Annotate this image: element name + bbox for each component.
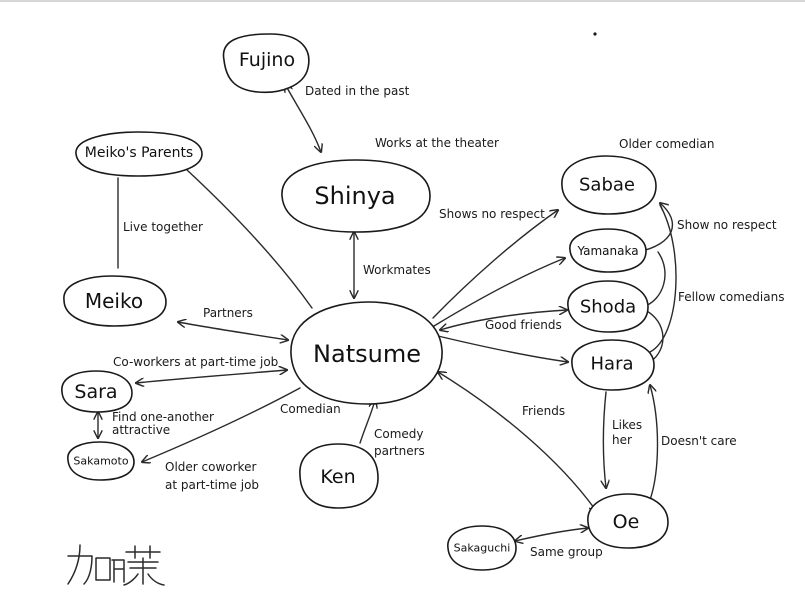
edges bbox=[98, 84, 677, 541]
node-label-shinya: Shinya bbox=[314, 182, 395, 210]
label-live-together: Live together bbox=[123, 220, 203, 234]
label-older-comedian: Older comedian bbox=[619, 137, 714, 151]
label-older-coworker-1: Older coworker bbox=[165, 460, 256, 474]
node-hara[interactable]: Hara bbox=[571, 339, 655, 391]
edge-natsume-yamanaka bbox=[433, 258, 565, 327]
node-sakamoto[interactable]: Sakamoto bbox=[67, 441, 135, 481]
label-likes-her-2: her bbox=[612, 433, 632, 447]
label-coworkers: Co-workers at part-time job bbox=[113, 355, 278, 369]
stray-dot bbox=[593, 32, 597, 36]
label-doesnt-care: Doesn't care bbox=[661, 434, 737, 448]
label-find-attractive-1: Find one-another bbox=[112, 410, 214, 424]
label-dated-in-the-past: Dated in the past bbox=[305, 84, 410, 98]
label-same-group: Same group bbox=[530, 545, 603, 559]
edge-meiko-natsume bbox=[178, 322, 288, 340]
node-label-natsume: Natsume bbox=[313, 340, 421, 368]
edge-yamanaka-sabae bbox=[637, 203, 674, 253]
node-label-sakamoto: Sakamoto bbox=[73, 455, 128, 468]
node-label-meiko-parents: Meiko's Parents bbox=[85, 145, 193, 161]
edge-natsume-hara bbox=[437, 335, 568, 362]
label-works-at-the-theater: Works at the theater bbox=[375, 136, 499, 150]
label-likes-her-1: Likes bbox=[612, 418, 642, 432]
top-border bbox=[0, 0, 805, 2]
edge-sakaguchi-oe bbox=[515, 528, 588, 541]
label-comedian: Comedian bbox=[280, 402, 341, 416]
node-sara[interactable]: Sara bbox=[61, 370, 133, 413]
label-fellow-comedians: Fellow comedians bbox=[678, 290, 784, 304]
label-comedy-partners-2: partners bbox=[374, 444, 425, 458]
edge-labels: Dated in the past Works at the theater L… bbox=[112, 84, 784, 559]
edge-hara-oe bbox=[603, 391, 606, 488]
node-sabae[interactable]: Sabae bbox=[561, 155, 657, 215]
node-yamanaka[interactable]: Yamanaka bbox=[569, 228, 647, 273]
label-older-coworker-2: at part-time job bbox=[165, 478, 259, 492]
node-label-sabae: Sabae bbox=[579, 175, 635, 196]
signature-mark bbox=[67, 544, 165, 586]
label-partners: Partners bbox=[203, 306, 253, 320]
node-label-shoda: Shoda bbox=[580, 297, 636, 318]
edge-sara-natsume bbox=[136, 370, 287, 383]
edge-natsume-sakamoto bbox=[142, 387, 301, 462]
node-meiko-parents[interactable]: Meiko's Parents bbox=[75, 131, 203, 177]
node-label-sakaguchi: Sakaguchi bbox=[454, 542, 511, 555]
label-comedy-partners-1: Comedy bbox=[374, 427, 424, 441]
node-ken[interactable]: Ken bbox=[299, 443, 379, 509]
node-sakaguchi[interactable]: Sakaguchi bbox=[447, 525, 517, 571]
label-show-no-respect: Show no respect bbox=[677, 218, 777, 232]
edge-hara-shoda bbox=[644, 309, 664, 363]
node-fujino[interactable]: Fujino bbox=[222, 33, 310, 94]
node-shoda[interactable]: Shoda bbox=[567, 280, 649, 333]
nodes: Fujino Shinya Meiko's Parents Meiko Nats… bbox=[61, 33, 669, 571]
edge-hara-sabae bbox=[649, 204, 677, 353]
label-find-attractive-2: attractive bbox=[112, 423, 170, 437]
edge-meiko-parents-natsume bbox=[186, 169, 313, 309]
node-label-yamanaka: Yamanaka bbox=[576, 244, 638, 258]
node-label-ken: Ken bbox=[320, 466, 355, 488]
node-label-hara: Hara bbox=[591, 354, 634, 375]
label-good-friends: Good friends bbox=[485, 318, 562, 332]
edge-oe-hara bbox=[650, 385, 659, 501]
node-label-oe: Oe bbox=[613, 511, 640, 533]
edge-ken-natsume bbox=[359, 400, 375, 444]
node-label-sara: Sara bbox=[74, 381, 117, 403]
node-meiko[interactable]: Meiko bbox=[63, 275, 167, 327]
label-shows-no-respect: Shows no respect bbox=[439, 207, 545, 221]
node-oe[interactable]: Oe bbox=[587, 493, 669, 549]
edge-natsume-sabae bbox=[432, 210, 558, 319]
edge-natsume-shoda bbox=[440, 310, 567, 330]
edge-natsume-oe bbox=[438, 372, 597, 512]
label-workmates: Workmates bbox=[363, 263, 431, 277]
edge-fujino-shinya bbox=[285, 84, 321, 152]
node-shinya[interactable]: Shinya bbox=[281, 159, 431, 233]
node-label-fujino: Fujino bbox=[239, 49, 295, 71]
node-label-meiko: Meiko bbox=[85, 289, 143, 313]
node-natsume[interactable]: Natsume bbox=[290, 301, 443, 405]
label-friends: Friends bbox=[522, 404, 565, 418]
